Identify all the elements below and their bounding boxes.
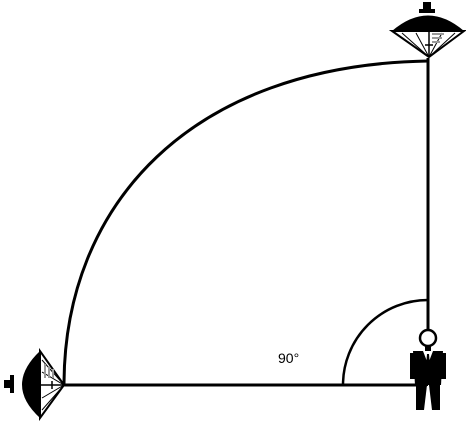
side-light-icon — [4, 347, 66, 422]
quarter-arc — [62, 59, 429, 386]
angle-arc — [341, 298, 429, 386]
top-light-icon — [388, 2, 466, 59]
angle-label: 90° — [278, 350, 299, 366]
subject-figure-icon — [410, 328, 446, 410]
